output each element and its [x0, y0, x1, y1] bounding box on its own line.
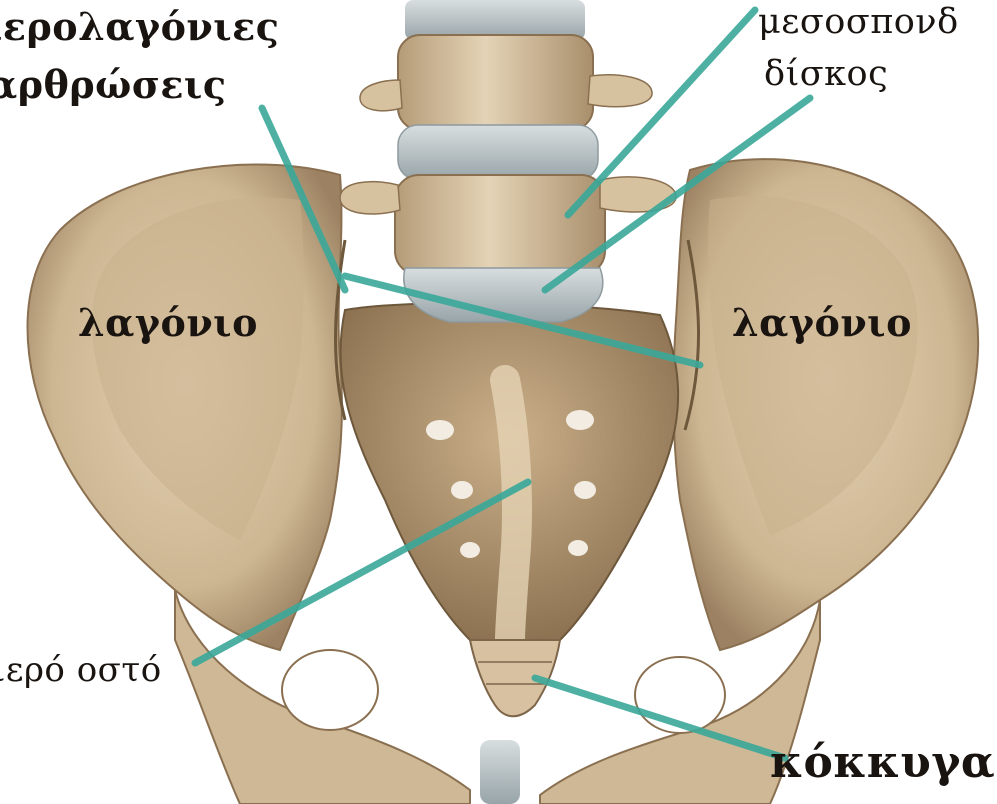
intervertebral-disc-label-line1: μεσοσπονδ: [758, 2, 959, 42]
median-sacral-crest: [505, 380, 517, 640]
pubic-symphysis: [480, 740, 520, 804]
lumbar-vertebra: [398, 35, 593, 130]
left-ilium-label: λαγόνιο: [78, 300, 258, 345]
sacral-foramen: [568, 540, 588, 556]
sacral-foramen: [566, 410, 594, 430]
coccyx-label: κόκκυγας: [770, 737, 997, 788]
sacroiliac-joints-label-line2: αρθρώσεις: [0, 62, 226, 107]
left-obturator-foramen: [282, 650, 378, 730]
transverse-process-left-l5: [340, 182, 400, 214]
transverse-process-left: [360, 80, 402, 111]
transverse-process-right: [588, 75, 652, 107]
sacral-foramen: [426, 420, 454, 440]
intervertebral-disc-label-line2: δίσκος: [764, 54, 888, 94]
sacrum-label: ιερό οστό: [0, 650, 162, 690]
sacral-foramen: [451, 481, 473, 499]
right-ilium-label: λαγόνιο: [732, 300, 912, 345]
lumbar-vertebra-l5: [395, 175, 605, 275]
sacroiliac-joints-label-line1: ιερολαγόνιες: [0, 4, 279, 49]
sacral-foramen: [574, 481, 596, 499]
intervertebral-disc-upper: [398, 125, 598, 180]
sacral-foramen: [460, 542, 480, 558]
